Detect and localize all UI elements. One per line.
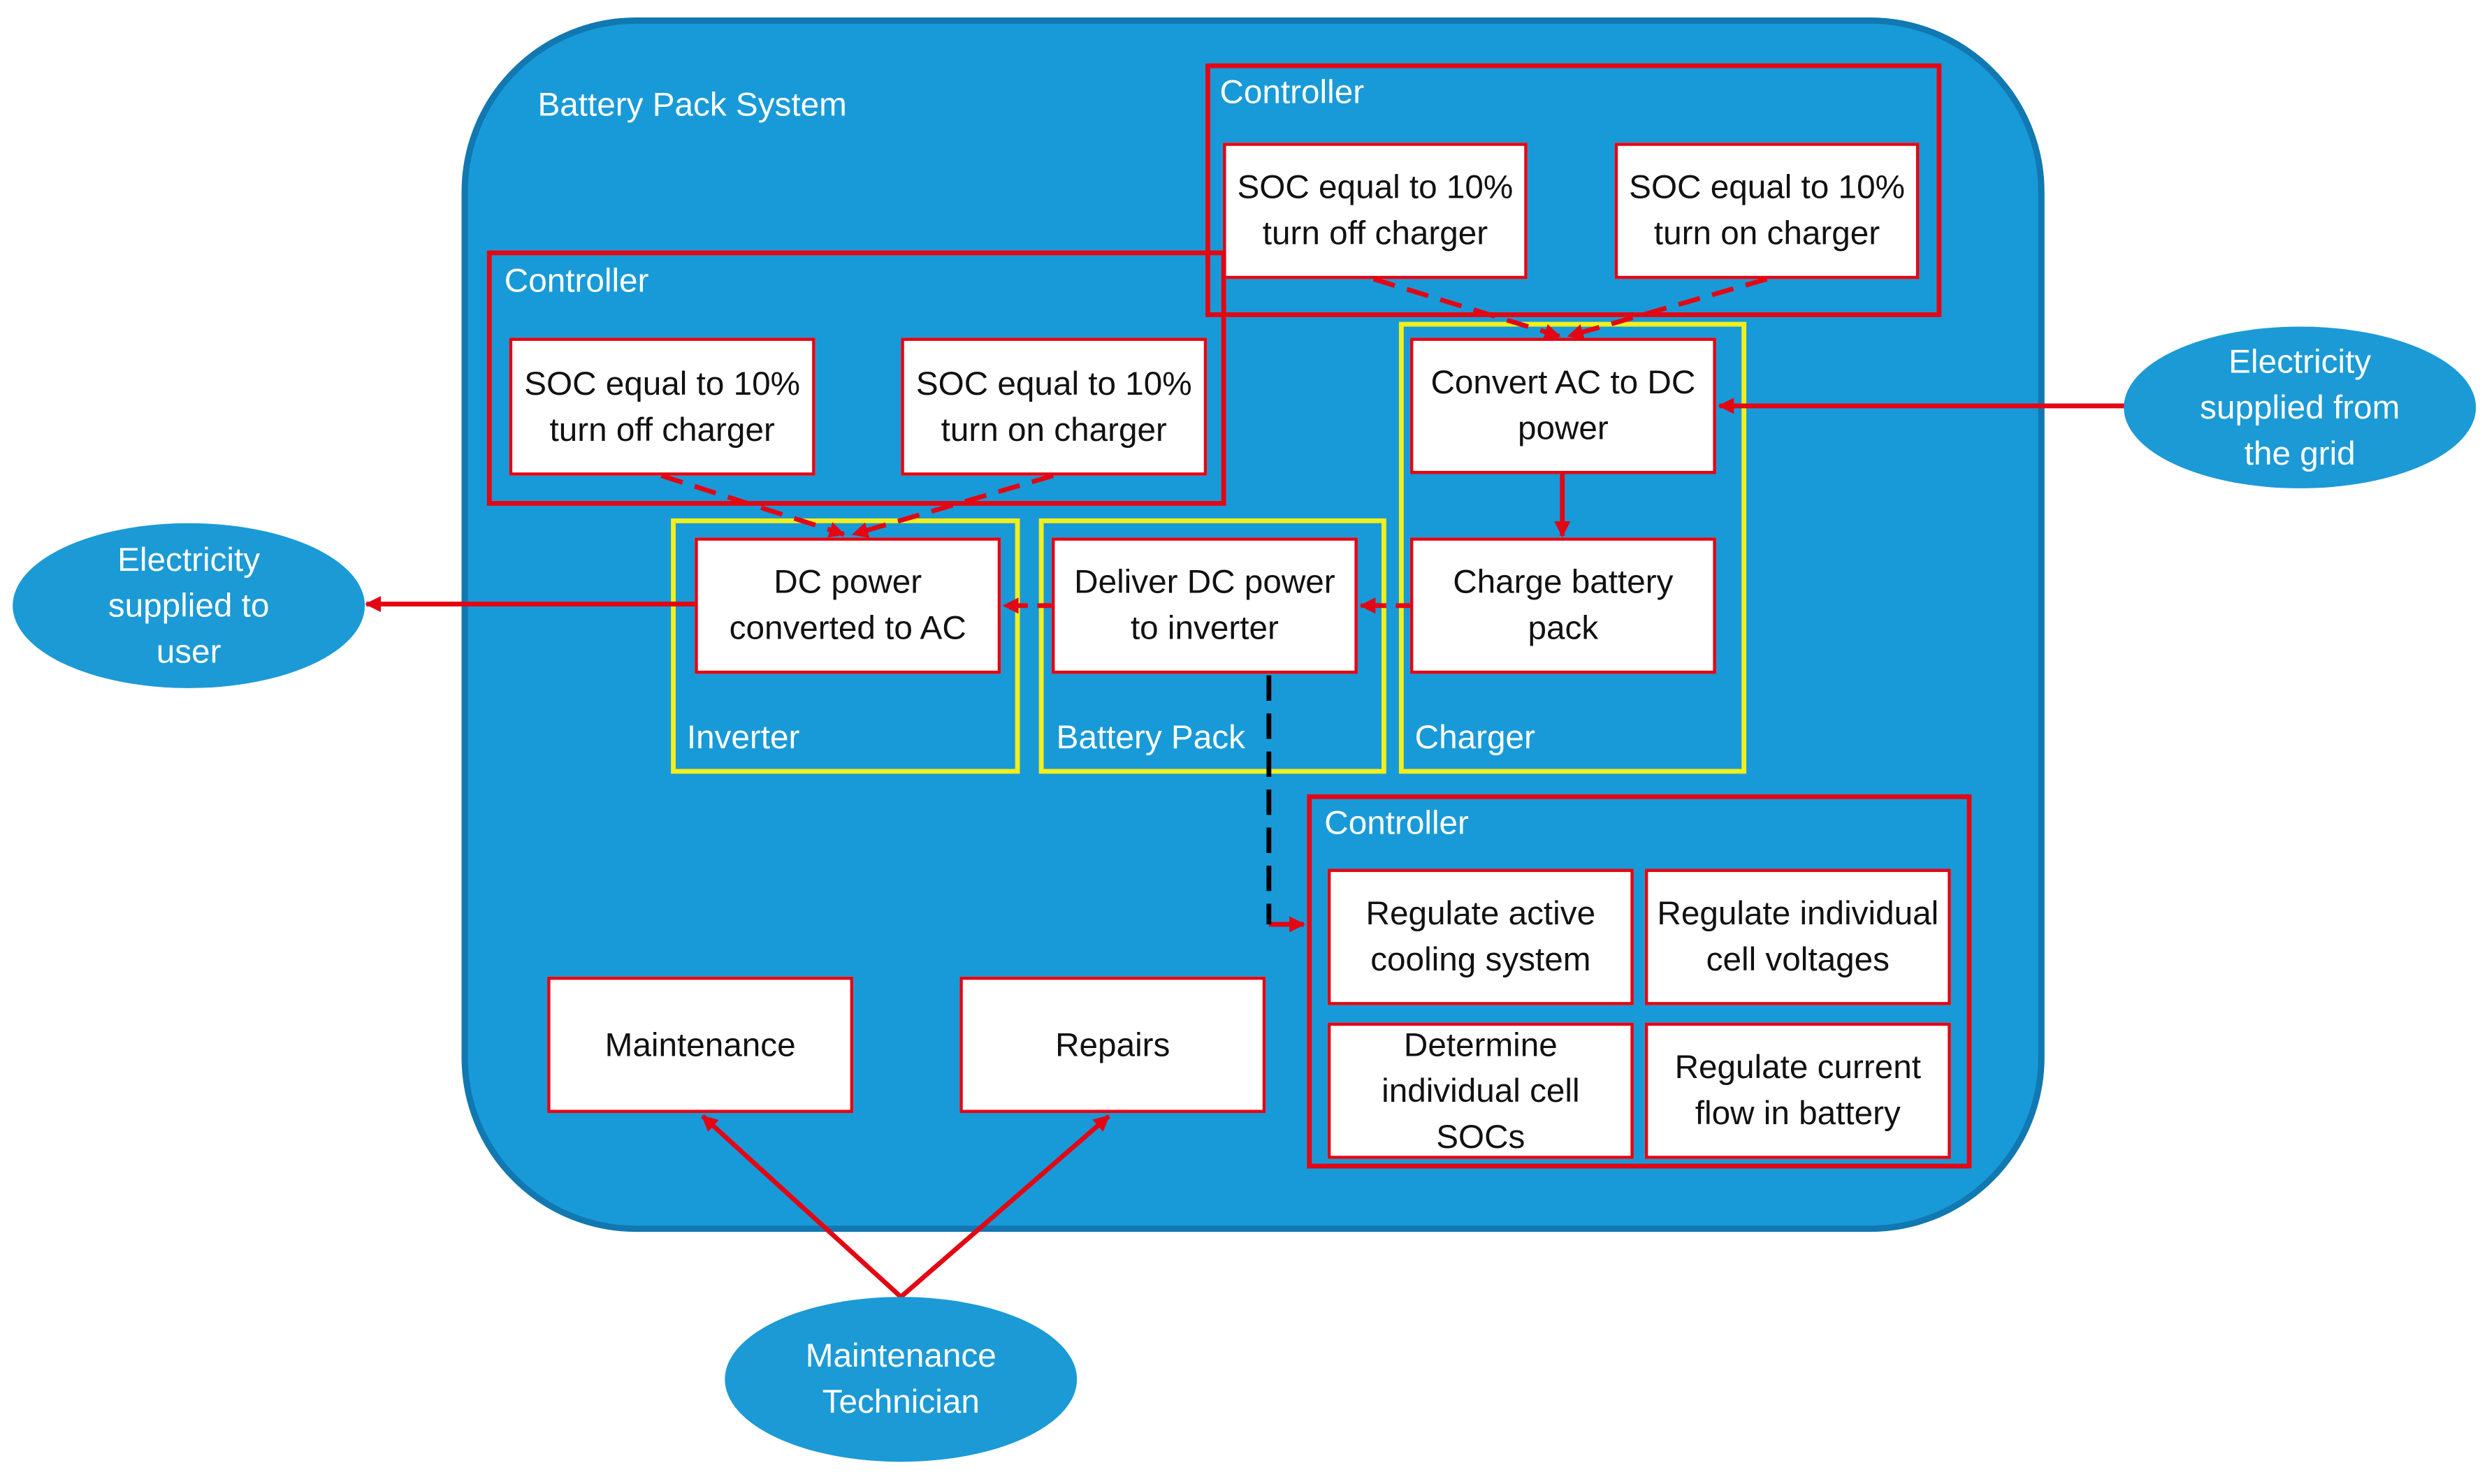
regulate-cell-voltages-box: Regulate individual cell voltages [1644,868,1951,1005]
determine-cell-socs-box: Determine individual cell SOCs [1327,1022,1634,1159]
battery-pack-system-title: Battery Pack System [537,87,847,124]
maintenance-technician-node: Maintenance Technician [725,1297,1078,1462]
regulate-cooling-box: Regulate active cooling system [1327,868,1634,1005]
inverter-function-box: DC power converted to AC [695,537,1001,674]
charger-frame [1398,321,1747,774]
repairs-box: Repairs [959,976,1266,1113]
inverter-controller-label: Controller [504,263,649,300]
inverter-controller-rule-on: SOC equal to 10% turn on charger [901,337,1208,476]
maintenance-technician-text: Maintenance Technician [805,1338,996,1421]
grid-supply-text: Electricity supplied from the grid [2200,343,2400,472]
maintenance-box: Maintenance [547,976,854,1113]
battery-controller-frame [1307,794,1972,1169]
user-supply-text: Electricity supplied to user [108,541,270,670]
inverter-rule-on-signal [851,473,1054,538]
charger-controller-label: Controller [1219,74,1365,111]
technician-to-repairs-arrow [899,1114,1110,1299]
charger-rule-off-signal [1372,277,1561,340]
grid-supply-node: Electricity supplied from the grid [2124,326,2477,488]
charger-controller-rule-off: SOC equal to 10% turn off charger [1223,143,1528,279]
regulate-current-flow-box: Regulate current flow in battery [1644,1022,1951,1159]
charge-battery-pack-box: Charge battery pack [1409,537,1716,674]
inverter-frame [671,518,1020,774]
convert-ac-to-dc-box: Convert AC to DC power [1409,337,1716,474]
charger-label: Charger [1414,720,1535,757]
battery-pack-label: Battery Pack [1056,720,1245,757]
battery-pack-function-box: Deliver DC power to inverter [1051,537,1358,674]
charger-controller-rule-on: SOC equal to 10% turn on charger [1614,143,1920,279]
inverter-controller-frame [486,250,1226,506]
battery-pack-frame [1038,518,1386,774]
inverter-controller-rule-off: SOC equal to 10% turn off charger [509,337,815,476]
charger-rule-on-signal [1567,277,1768,340]
inverter-rule-off-signal [660,473,846,538]
battery-controller-label: Controller [1324,805,1469,842]
technician-to-maintenance-arrow [701,1114,903,1299]
user-supply-node: Electricity supplied to user [13,523,365,688]
charger-controller-frame [1205,63,1942,317]
inverter-label: Inverter [686,720,800,757]
